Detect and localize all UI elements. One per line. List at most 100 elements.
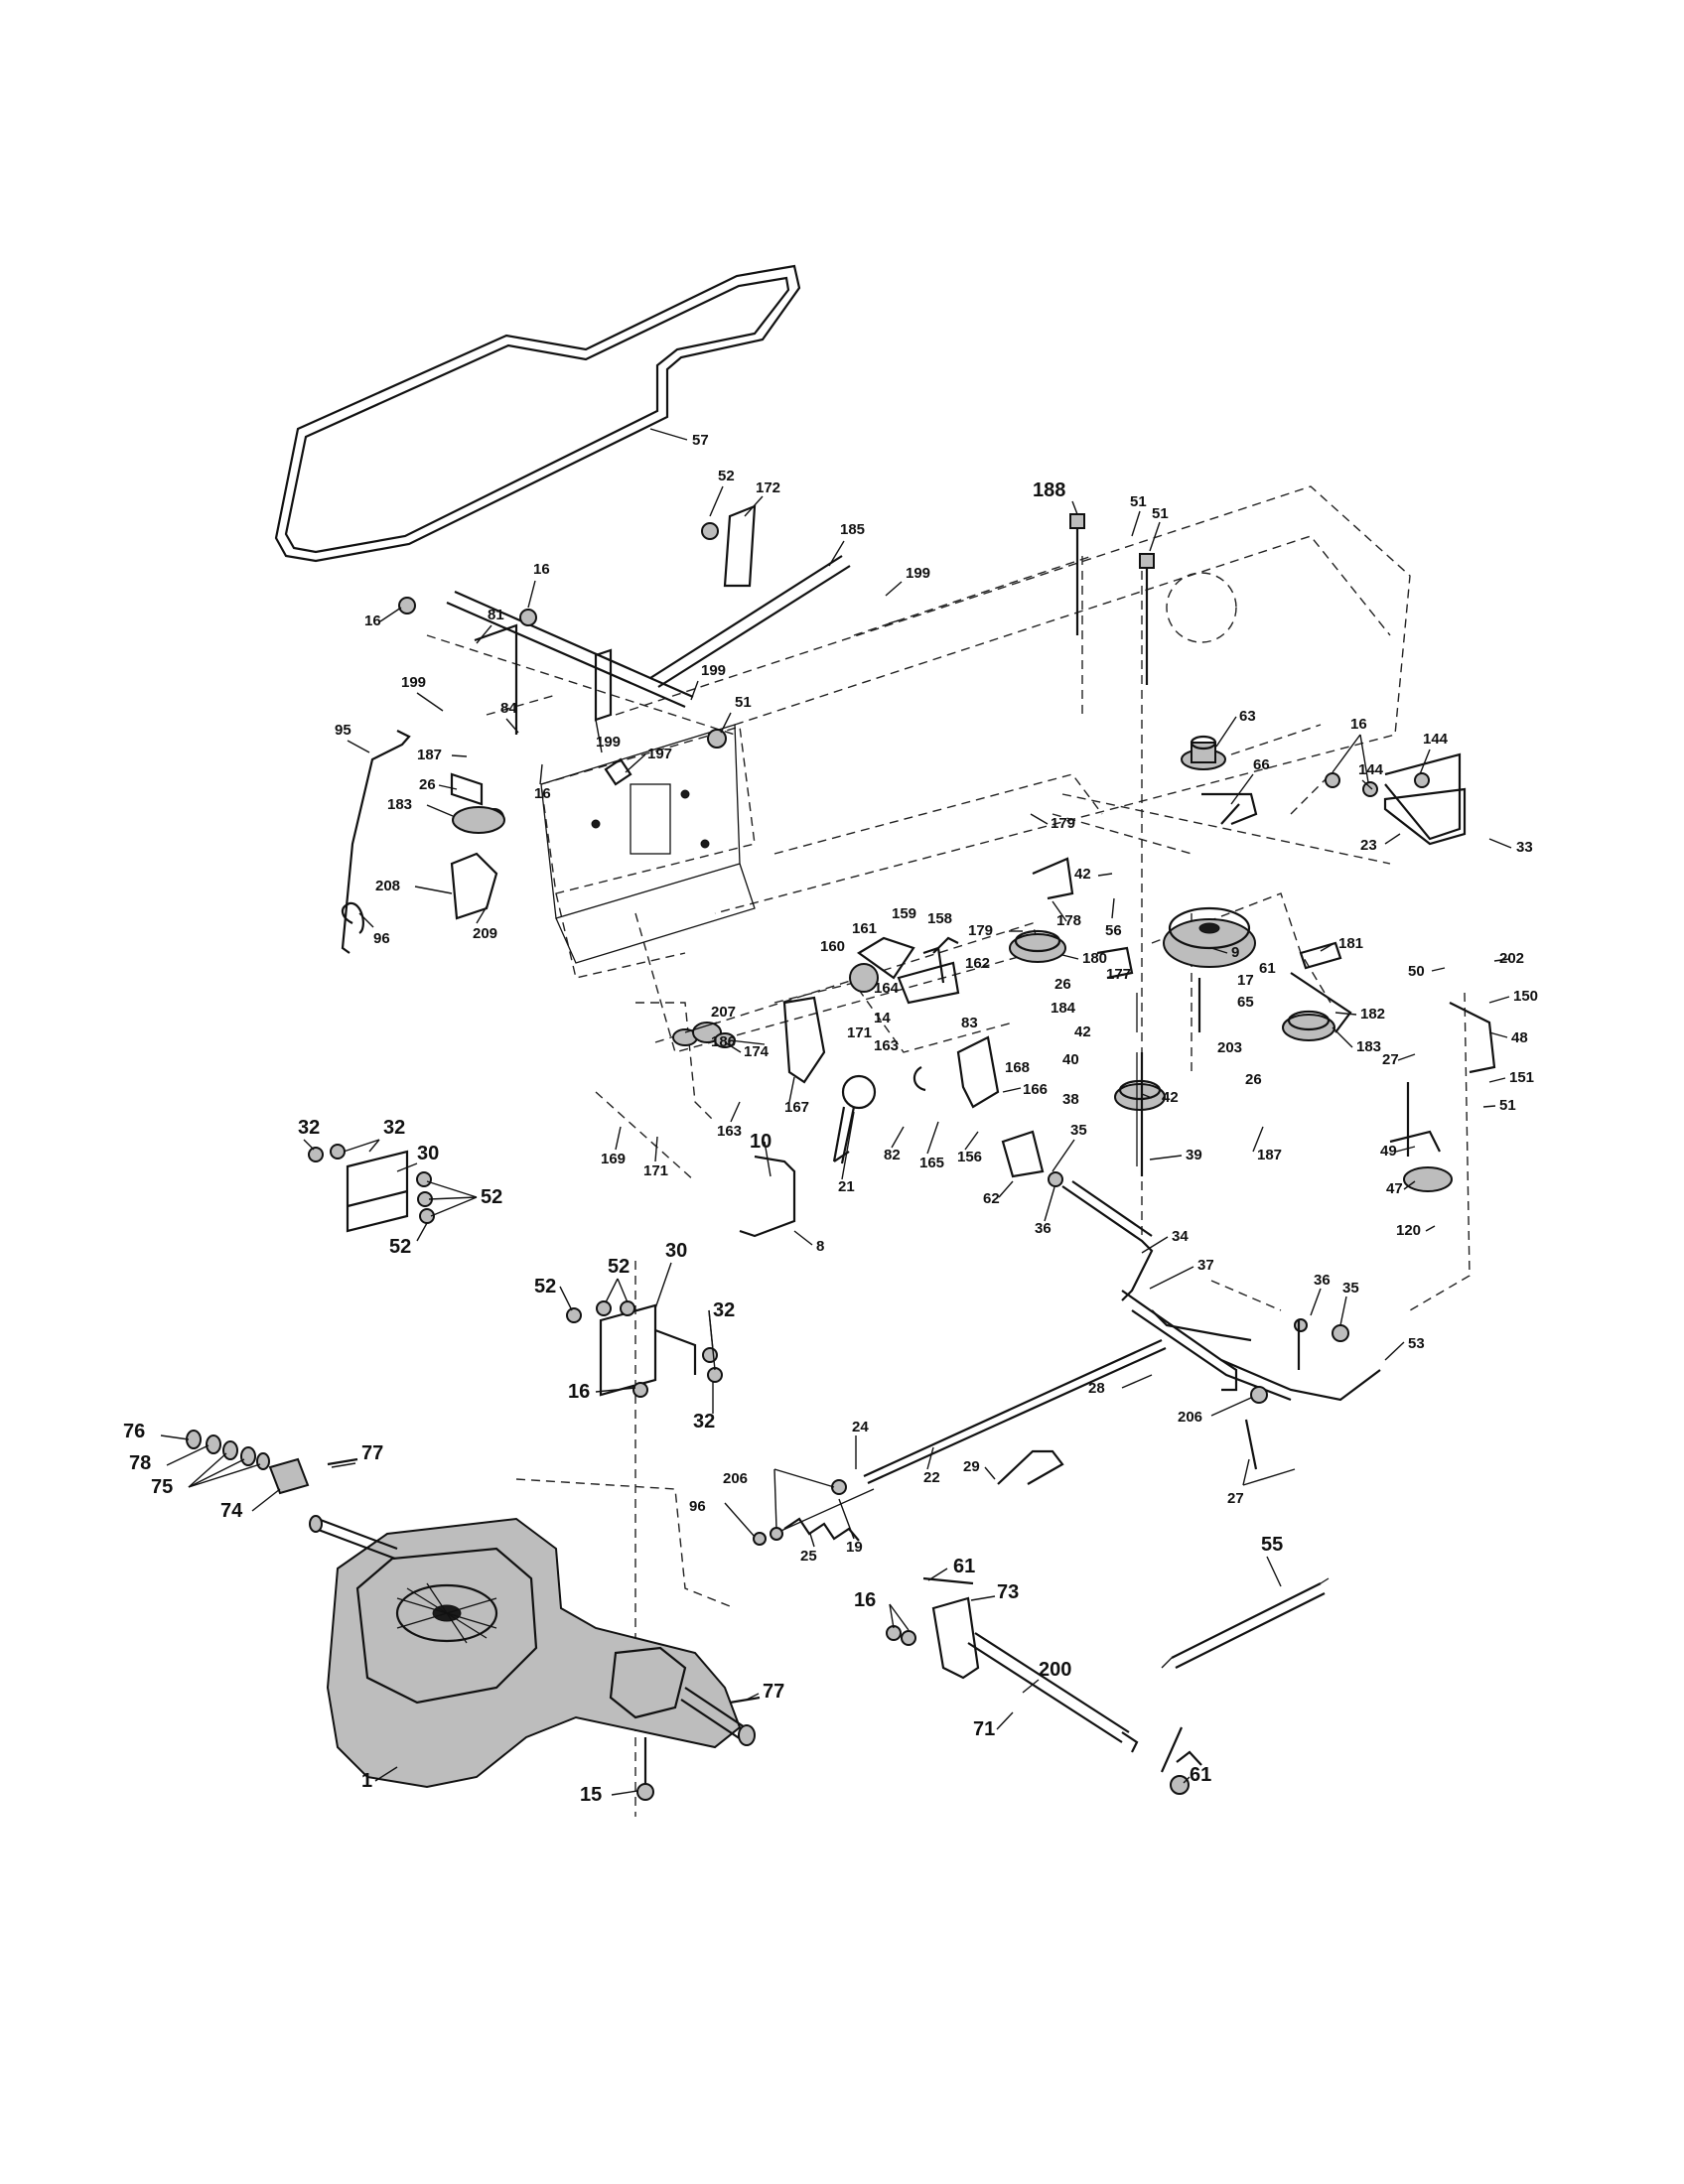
callout-206: 206 xyxy=(1178,1409,1202,1426)
callout-177: 177 xyxy=(1106,966,1131,983)
callout-51: 51 xyxy=(1152,505,1169,522)
callout-16: 16 xyxy=(1350,716,1367,733)
extension-spring xyxy=(1161,1577,1330,1669)
callout-167: 167 xyxy=(784,1099,809,1116)
callout-84: 84 xyxy=(500,700,517,717)
callout-48: 48 xyxy=(1511,1029,1528,1046)
callout-164: 164 xyxy=(874,980,900,997)
callout-76: 76 xyxy=(123,1421,145,1442)
callout-162: 162 xyxy=(965,955,990,972)
callout-22: 22 xyxy=(923,1469,940,1486)
callout-169: 169 xyxy=(601,1151,626,1167)
pto-bracket xyxy=(1325,772,1467,846)
callout-172: 172 xyxy=(756,479,780,496)
callout-52: 52 xyxy=(608,1256,630,1278)
callout-199: 199 xyxy=(906,565,930,582)
callout-26: 26 xyxy=(1054,976,1071,993)
callout-188: 188 xyxy=(1033,479,1065,501)
callout-168: 168 xyxy=(1005,1059,1030,1076)
leader-lines xyxy=(160,428,1512,1796)
callout-21: 21 xyxy=(838,1178,855,1195)
callout-16: 16 xyxy=(534,785,551,802)
callout-23: 23 xyxy=(1360,837,1377,854)
callout-36: 36 xyxy=(1035,1220,1052,1237)
callout-27: 27 xyxy=(1227,1490,1244,1507)
callout-186: 186 xyxy=(711,1033,736,1050)
callout-47: 47 xyxy=(1386,1180,1403,1197)
callout-77: 77 xyxy=(361,1442,383,1464)
callout-73: 73 xyxy=(997,1581,1019,1603)
callout-34: 34 xyxy=(1172,1228,1189,1245)
callout-203: 203 xyxy=(1217,1039,1242,1056)
callout-144: 144 xyxy=(1423,731,1449,748)
callout-1: 1 xyxy=(361,1770,372,1792)
callout-32: 32 xyxy=(383,1117,405,1139)
axle-hardware xyxy=(186,1430,761,1705)
callout-9: 9 xyxy=(1231,944,1239,961)
frame-side-plate xyxy=(540,724,756,964)
callout-75: 75 xyxy=(151,1476,173,1498)
callout-32: 32 xyxy=(713,1299,735,1321)
callout-96: 96 xyxy=(689,1498,706,1515)
callout-10: 10 xyxy=(750,1131,772,1153)
callout-35: 35 xyxy=(1342,1280,1359,1297)
callout-71: 71 xyxy=(973,1718,995,1740)
callout-202: 202 xyxy=(1499,950,1524,967)
callout-163: 163 xyxy=(717,1123,742,1140)
callout-51: 51 xyxy=(1130,493,1147,510)
callout-95: 95 xyxy=(335,722,351,739)
callout-82: 82 xyxy=(884,1147,901,1163)
callout-199: 199 xyxy=(596,734,621,751)
callout-8: 8 xyxy=(816,1238,824,1255)
callout-42: 42 xyxy=(1074,1024,1091,1040)
shift-linkage xyxy=(863,1130,1381,1485)
callout-65: 65 xyxy=(1237,994,1254,1011)
lift-shaft-assembly xyxy=(398,504,900,920)
callout-187: 187 xyxy=(1257,1147,1282,1163)
callout-40: 40 xyxy=(1062,1051,1079,1068)
callout-14: 14 xyxy=(874,1010,891,1026)
callout-24: 24 xyxy=(852,1419,869,1435)
callout-185: 185 xyxy=(840,521,865,538)
upper-mounting-bracket xyxy=(308,1144,435,1233)
callout-52: 52 xyxy=(534,1276,556,1297)
callout-27: 27 xyxy=(1382,1051,1399,1068)
callout-16: 16 xyxy=(854,1589,876,1611)
callout-26: 26 xyxy=(419,776,436,793)
callout-171: 171 xyxy=(643,1162,668,1179)
lower-mounting-bracket xyxy=(566,1300,723,1398)
callout-74: 74 xyxy=(220,1500,243,1522)
callout-32: 32 xyxy=(693,1411,715,1433)
idler-pulleys xyxy=(452,735,1496,1192)
callout-16: 16 xyxy=(568,1381,590,1403)
callout-160: 160 xyxy=(820,938,845,955)
callout-39: 39 xyxy=(1186,1147,1202,1163)
callout-166: 166 xyxy=(1023,1081,1048,1098)
callout-165: 165 xyxy=(919,1155,944,1171)
callout-197: 197 xyxy=(647,746,672,762)
callout-36: 36 xyxy=(1314,1272,1331,1289)
callout-17: 17 xyxy=(1237,972,1254,989)
callout-199: 199 xyxy=(401,674,426,691)
callout-52: 52 xyxy=(718,468,735,484)
callout-181: 181 xyxy=(1338,935,1363,952)
transaxle xyxy=(309,1515,756,1789)
callout-156: 156 xyxy=(957,1149,982,1165)
callout-37: 37 xyxy=(1197,1257,1214,1274)
bolts xyxy=(636,513,1410,1801)
callout-16: 16 xyxy=(533,561,550,578)
callout-labels: 57 52 172 185 199 188 51 51 16 81 16 199… xyxy=(123,432,1538,1806)
callout-171: 171 xyxy=(847,1024,872,1041)
drive-belt xyxy=(274,264,801,563)
callout-180: 180 xyxy=(1082,950,1107,967)
callout-150: 150 xyxy=(1513,988,1538,1005)
callout-19: 19 xyxy=(846,1539,863,1556)
callout-56: 56 xyxy=(1105,922,1122,939)
callout-179: 179 xyxy=(968,922,993,939)
callout-183: 183 xyxy=(1356,1038,1381,1055)
callout-52: 52 xyxy=(389,1236,411,1258)
brake-pivot-assembly xyxy=(672,936,1000,1238)
callout-120: 120 xyxy=(1396,1222,1421,1239)
callout-42: 42 xyxy=(1162,1089,1179,1106)
